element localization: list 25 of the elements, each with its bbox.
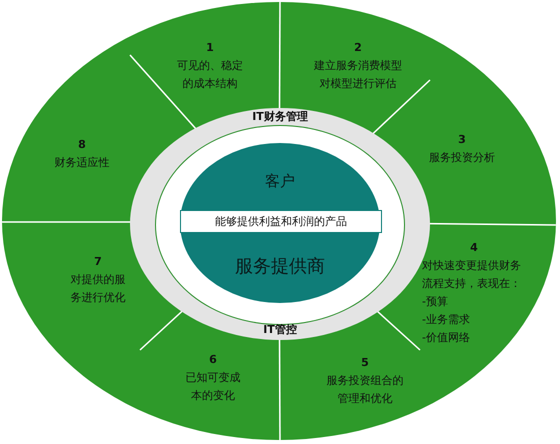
sector-text: 可见的、稳定的成本结构 <box>176 58 244 92</box>
sector-text: 财务适应性 <box>54 155 110 171</box>
sector-number: 3 <box>457 132 467 148</box>
sector-text: -业务需求 <box>422 312 471 328</box>
sector-number: 8 <box>77 137 87 153</box>
core-label: 客户 <box>265 172 295 191</box>
sector-number: 5 <box>360 355 370 371</box>
sector-text: 建立服务消费模型对模型进行评估 <box>313 58 403 92</box>
sector-text: 服务投资分析 <box>428 150 496 166</box>
sector-text: 已知可变成本的变化 <box>184 370 242 404</box>
center-band <box>180 210 382 233</box>
sector-number: 7 <box>93 254 103 270</box>
sector-text: -价值网络 <box>422 330 471 346</box>
sector-number: 6 <box>208 352 218 368</box>
sector-text: 对快速变更提供财务流程支持，表现在： <box>422 258 522 292</box>
sector-number: 2 <box>353 40 363 56</box>
sector-number: 4 <box>469 240 479 256</box>
sector-text: 对提供的服务进行优化 <box>70 272 126 306</box>
ring-label: IT管控 <box>263 322 297 337</box>
core-label: 服务提供商 <box>235 255 325 278</box>
sector-number: 1 <box>205 40 215 56</box>
sector-text: -预算 <box>422 294 449 310</box>
sector-text: 服务投资组合的管理和优化 <box>326 373 404 407</box>
band-text: 能够提供利益和利润的产品 <box>215 214 347 229</box>
ring-label: IT财务管理 <box>252 109 308 124</box>
